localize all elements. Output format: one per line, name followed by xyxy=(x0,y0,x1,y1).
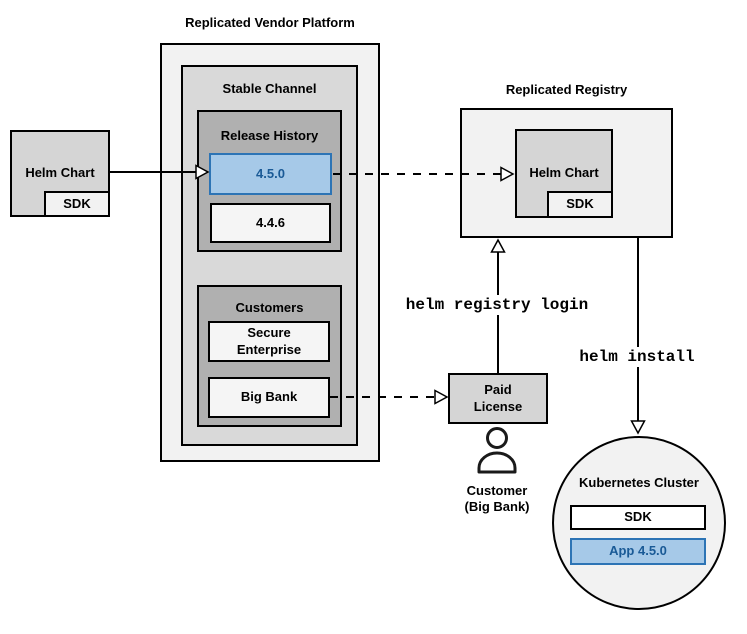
customer-caption: Customer (Big Bank) xyxy=(437,483,557,516)
command-install: helm install xyxy=(567,347,707,367)
customer-caption-label: Customer (Big Bank) xyxy=(464,483,530,515)
customer-big-bank-label: Big Bank xyxy=(240,389,298,405)
customer-secure-enterprise-label: Secure Enterprise xyxy=(236,325,302,357)
arrowhead-license-to-registry-icon xyxy=(490,238,506,253)
arrowhead-registry-to-cluster-icon xyxy=(630,420,646,435)
command-registry-login: helm registry login xyxy=(397,295,597,315)
helm-chart-source-sdk-box: SDK xyxy=(44,191,110,217)
customer-secure-enterprise-box: Secure Enterprise xyxy=(208,321,330,362)
registry-helm-chart-label: Helm Chart xyxy=(529,165,599,181)
release-history-label: Release History xyxy=(220,128,319,143)
cluster-app-label: App 4.5.0 xyxy=(609,543,667,559)
registry-sdk-box: SDK xyxy=(547,191,613,218)
paid-license-box: Paid License xyxy=(448,373,548,424)
vendor-platform-title: Replicated Vendor Platform xyxy=(185,15,355,30)
kubernetes-cluster-label: Kubernetes Cluster xyxy=(579,475,699,490)
helm-chart-source-sdk-label: SDK xyxy=(63,195,91,211)
release-version-450-box: 4.5.0 xyxy=(209,153,332,195)
registry-title: Replicated Registry xyxy=(505,82,628,97)
customers-label: Customers xyxy=(235,300,304,315)
release-version-450-label: 4.5.0 xyxy=(256,165,285,181)
customer-big-bank-box: Big Bank xyxy=(208,377,330,418)
helm-chart-source-label: Helm Chart xyxy=(25,165,95,181)
cluster-sdk-box: SDK xyxy=(570,505,706,530)
paid-license-label: Paid License xyxy=(473,382,523,414)
stable-channel-label: Stable Channel xyxy=(222,81,317,96)
registry-sdk-label: SDK xyxy=(566,196,594,212)
cluster-app-box: App 4.5.0 xyxy=(570,538,706,565)
release-version-446-label: 4.4.6 xyxy=(256,214,285,230)
arrowhead-bigbank-to-license-icon xyxy=(434,389,449,405)
cluster-sdk-label: SDK xyxy=(624,509,652,525)
person-icon xyxy=(477,427,517,474)
release-version-446-box: 4.4.6 xyxy=(210,203,331,243)
